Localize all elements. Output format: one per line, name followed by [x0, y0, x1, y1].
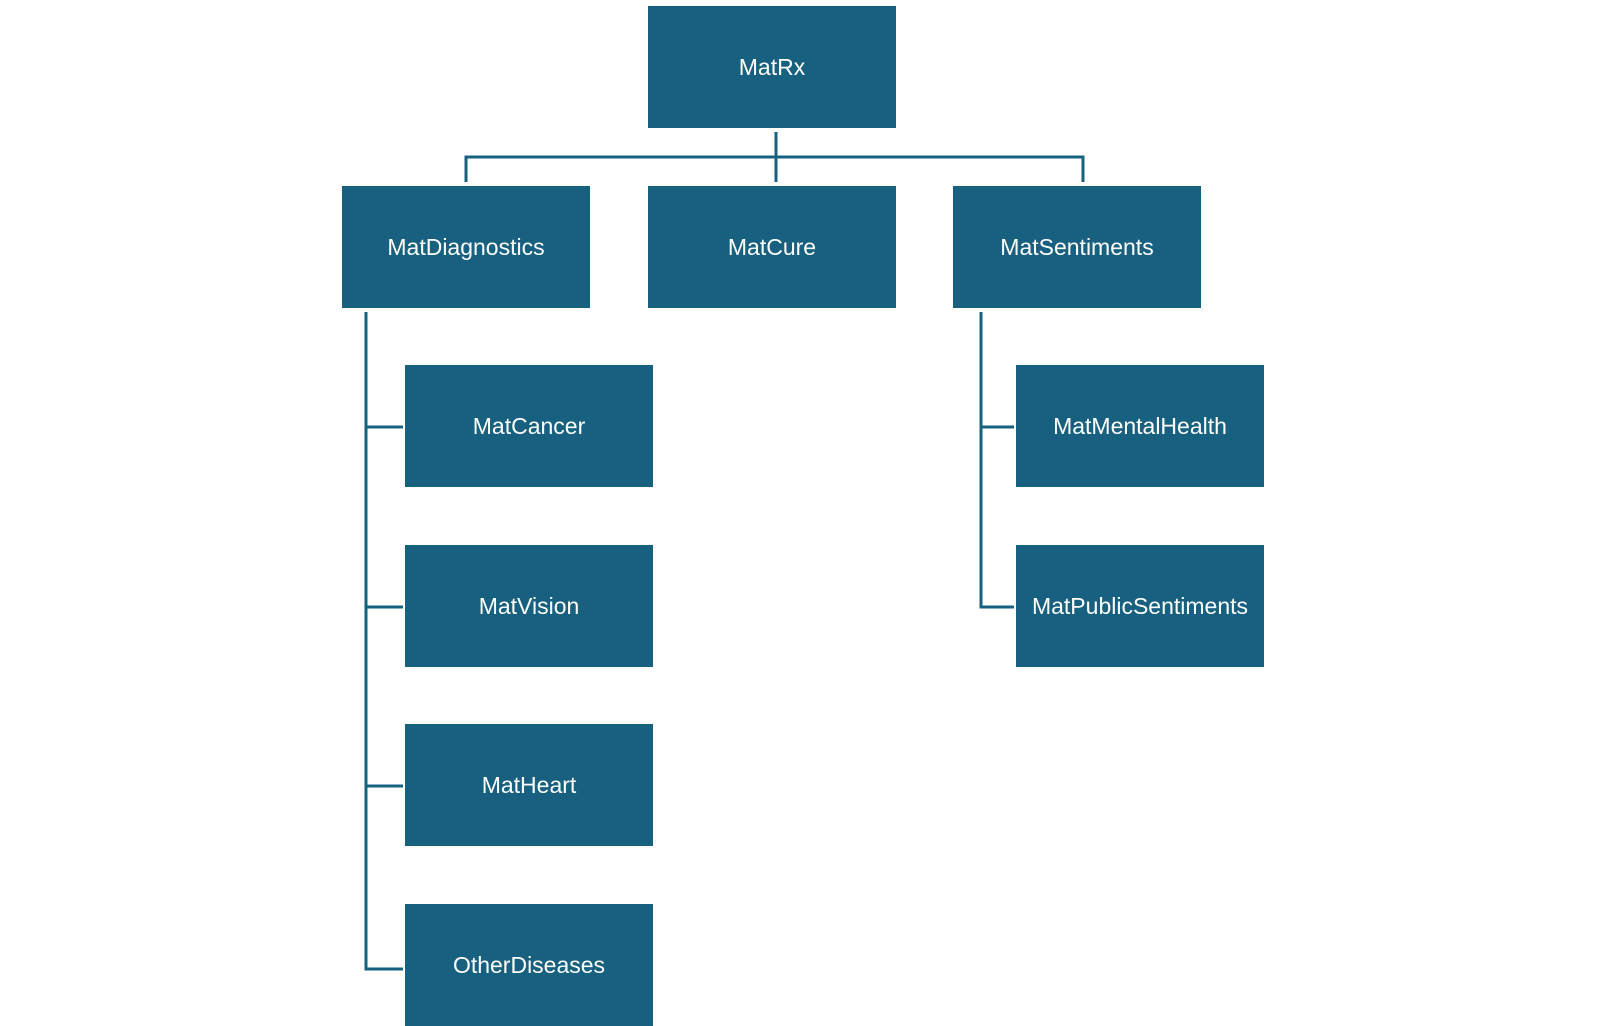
node-label: MatCancer: [472, 412, 586, 439]
node-label: MatMentalHealth: [1053, 412, 1227, 439]
node-matcure: MatCure: [648, 186, 896, 308]
node-matvision: MatVision: [405, 545, 653, 667]
node-matcancer: MatCancer: [405, 365, 653, 487]
node-label: OtherDiseases: [452, 951, 606, 978]
node-label: MatSentiments: [1000, 233, 1154, 260]
node-matdiagnostics: MatDiagnostics: [342, 186, 590, 308]
node-matrx: MatRx: [648, 6, 896, 128]
node-matsentiments: MatSentiments: [953, 186, 1201, 308]
connector-sentiments-trunk: [979, 312, 1014, 609]
node-matheart: MatHeart: [405, 724, 653, 846]
node-label: MatVision: [478, 592, 580, 619]
node-label: MatRx: [738, 53, 806, 80]
node-matpublicsentiments: MatPublicSentiments: [1016, 545, 1264, 667]
node-label: MatPublicSentiments: [1031, 592, 1249, 619]
node-otherdiseases: OtherDiseases: [405, 904, 653, 1026]
node-label: MatHeart: [481, 771, 577, 798]
connector-root-branch: [464, 155, 1085, 182]
node-label: MatCure: [727, 233, 817, 260]
connector-diagnostics-trunk: [364, 312, 403, 971]
node-label: MatDiagnostics: [387, 233, 545, 260]
node-matmentalhealth: MatMentalHealth: [1016, 365, 1264, 487]
